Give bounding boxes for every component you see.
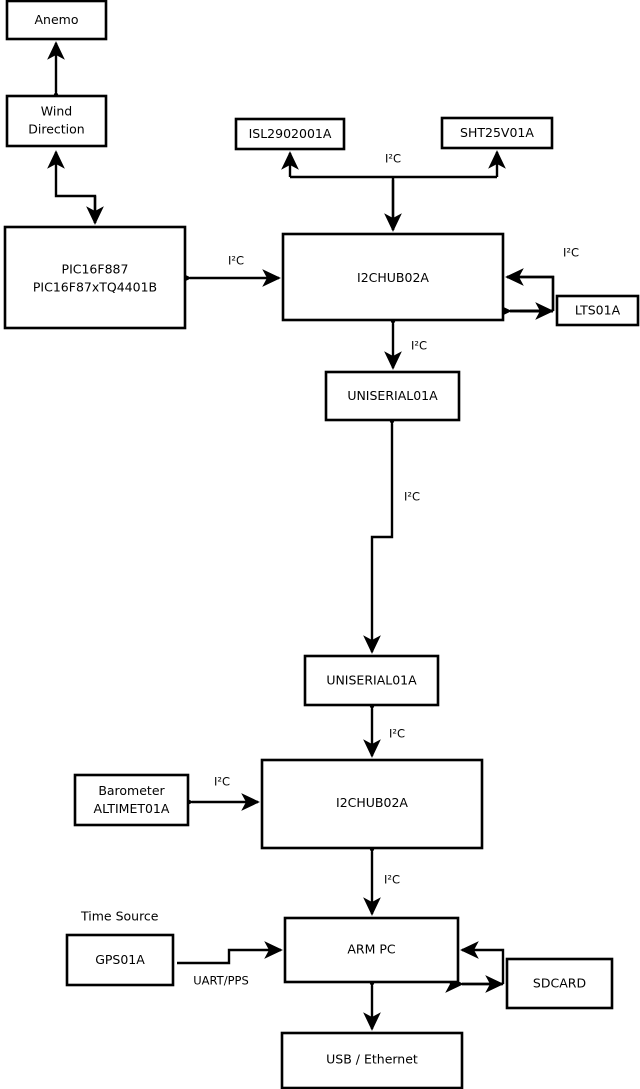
node-i2chub02a-bottom-box[interactable] [260, 758, 484, 850]
connector-hub-lts-in [505, 268, 555, 311]
node-isl2902001a[interactable]: ISL2902001A [234, 117, 346, 151]
node-barometer-label-line2: ALTIMET01A [94, 801, 170, 816]
node-gps01a[interactable]: GPS01A [65, 933, 175, 987]
node-isl2902001a-box[interactable] [234, 117, 346, 151]
node-anemo-label: Anemo [35, 12, 79, 27]
node-pic-mcu-label-line1: PIC16F887 [62, 262, 129, 277]
node-sht25v01a-label: SHT25V01A [460, 125, 534, 140]
connector-hub-lts-path [507, 275, 555, 311]
edge-label-hub-lts: I²C [563, 246, 579, 260]
node-uniserial01a-bottom[interactable]: UNISERIAL01A [303, 654, 440, 707]
node-uniserial01a-bottom-box[interactable] [303, 654, 440, 707]
node-barometer-box[interactable] [73, 773, 190, 827]
node-i2chub02a-bottom-label: I2CHUB02A [336, 795, 408, 810]
node-pic-mcu[interactable]: PIC16F887 PIC16F87xTQ4401B [3, 225, 187, 330]
label-time-source: Time Source [80, 909, 159, 924]
connector-armpc-sdcard-in [460, 941, 505, 984]
node-pic-mcu-box[interactable] [3, 225, 187, 330]
node-sdcard-label: SDCARD [533, 976, 586, 991]
node-uniserial01a-top-box[interactable] [324, 370, 461, 422]
node-isl2902001a-label: ISL2902001A [249, 126, 332, 141]
node-i2chub02a-top-label: I2CHUB02A [357, 270, 429, 285]
edge-label-top-bus: I²C [385, 152, 401, 166]
edge-label-hub-uniserial: I²C [411, 339, 427, 353]
node-barometer-label-line1: Barometer [98, 783, 165, 798]
node-uniserial01a-top[interactable]: UNISERIAL01A [324, 370, 461, 422]
node-lts01a-box[interactable] [555, 294, 640, 327]
node-usb-ethernet[interactable]: USB / Ethernet [280, 1031, 464, 1089]
node-arm-pc[interactable]: ARM PC [283, 916, 460, 984]
node-sdcard[interactable]: SDCARD [505, 957, 614, 1010]
node-i2chub02a-bottom[interactable]: I2CHUB02A [260, 758, 484, 850]
node-arm-pc-box[interactable] [283, 916, 460, 984]
edge-label-hub2-armpc: I²C [384, 873, 400, 887]
node-gps01a-box[interactable] [65, 933, 175, 987]
connector-gps-armpc [177, 941, 283, 965]
node-sdcard-box[interactable] [505, 957, 614, 1010]
node-barometer[interactable]: Barometer ALTIMET01A [73, 773, 190, 827]
node-wind-direction[interactable]: Wind Direction [5, 94, 108, 148]
edge-label-baro-hub2: I²C [214, 775, 230, 789]
connector-pic-wind [47, 150, 97, 223]
node-anemo[interactable]: Anemo [5, 0, 108, 41]
edge-label-pic-hub: I²C [228, 254, 244, 268]
edge-label-uniserial-hub2: I²C [389, 727, 405, 741]
node-i2chub02a-top-box[interactable] [281, 232, 505, 322]
node-usb-ethernet-box[interactable] [280, 1031, 464, 1089]
connector-uniserial-uniserial [363, 407, 401, 654]
edge-label-gps-armpc: UART/PPS [193, 974, 249, 988]
node-sht25v01a[interactable]: SHT25V01A [440, 116, 554, 150]
node-gps01a-label: GPS01A [95, 952, 145, 967]
node-lts01a[interactable]: LTS01A [555, 294, 640, 327]
node-wind-direction-box[interactable] [5, 94, 108, 148]
edge-label-uniserial-uniserial: I²C [404, 490, 420, 504]
node-arm-pc-label: ARM PC [347, 942, 396, 957]
node-uniserial01a-bottom-label: UNISERIAL01A [326, 673, 417, 688]
node-uniserial01a-top-label: UNISERIAL01A [347, 388, 438, 403]
node-anemo-box[interactable] [5, 0, 108, 41]
node-usb-ethernet-label: USB / Ethernet [326, 1052, 418, 1067]
node-i2chub02a-top[interactable]: I2CHUB02A [281, 232, 505, 322]
node-pic-mcu-label-line2: PIC16F87xTQ4401B [33, 280, 157, 295]
node-wind-direction-label-line2: Direction [28, 122, 84, 137]
node-lts01a-label: LTS01A [575, 303, 621, 318]
node-wind-direction-label-line1: Wind [41, 104, 72, 119]
node-sht25v01a-box[interactable] [440, 116, 554, 150]
